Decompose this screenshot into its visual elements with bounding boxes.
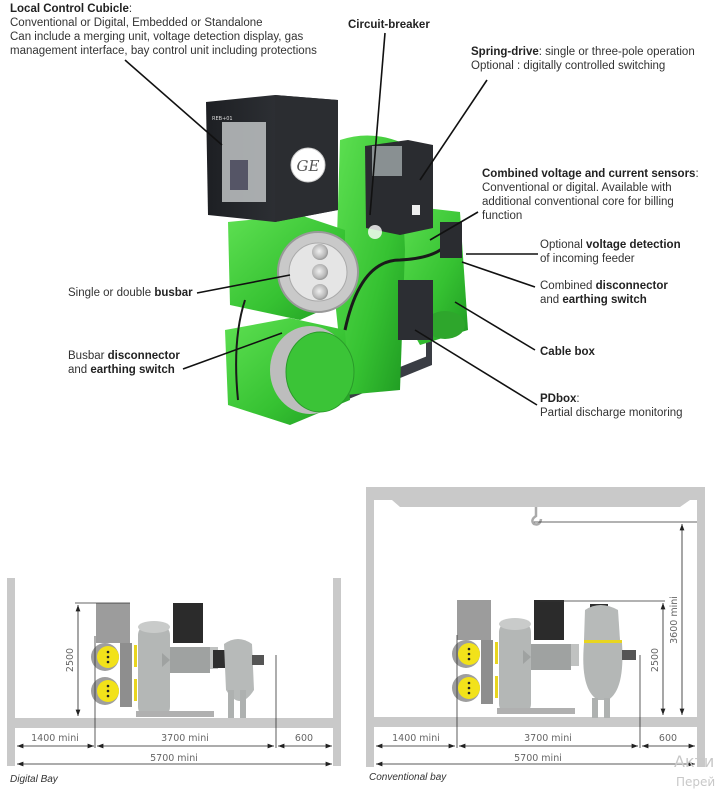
callout-line: management interface, bay control unit i… xyxy=(10,45,317,57)
activation-watermark-line1: Акти xyxy=(674,752,715,771)
leader-cable-box xyxy=(454,301,536,351)
leader-pdbox xyxy=(414,329,538,406)
ge-logo xyxy=(290,147,326,183)
callout-line: Optional : digitally controlled switchin… xyxy=(471,60,666,72)
callout-text: and xyxy=(68,364,91,376)
digital-bay-diagram: 2500 1400 mini 3700 mini 600 5700 mini xyxy=(7,578,341,767)
callout-bold: busbar xyxy=(154,287,193,299)
dimension-label: 1400 mini xyxy=(392,733,440,744)
callout-line: Can include a merging unit, voltage dete… xyxy=(10,31,304,43)
dimension-label: 600 xyxy=(659,733,677,744)
callout-bold: earthing switch xyxy=(90,364,175,376)
callout-busbar-disconnector: Busbar disconnector and earthing switch xyxy=(68,349,180,377)
callout-title: Combined voltage and current sensors xyxy=(482,168,696,180)
callout-title: Cable box xyxy=(540,346,595,358)
left-wall xyxy=(7,578,15,766)
busbar-conductor xyxy=(312,244,328,260)
column-logo xyxy=(368,225,382,239)
callout-local-control-cubicle: Local Control Cubicle: Conventional or D… xyxy=(10,2,317,58)
switchgear-side-view xyxy=(91,603,218,717)
leader-combined-disconnector xyxy=(461,261,536,288)
conventional-bay-diagram: 2500 3600 mini 1400 mini 3700 mini 600 5… xyxy=(366,487,705,767)
product-illustration: REB+01 GE xyxy=(124,32,538,425)
callout-title-suffix: : xyxy=(695,168,699,180)
cable xyxy=(235,299,246,401)
callout-pdbox: PDbox: Partial discharge monitoring xyxy=(540,392,683,420)
callout-bold: voltage detection xyxy=(586,239,681,251)
callout-voltage-detection: Optional voltage detection of incoming f… xyxy=(540,238,681,266)
callout-bold: disconnector xyxy=(107,350,180,362)
leader-local-control-cubicle xyxy=(124,59,223,146)
callout-text: Optional xyxy=(540,239,587,251)
callout-circuit-breaker: Circuit-breaker xyxy=(348,18,430,32)
spring-drive-window xyxy=(372,146,402,176)
activation-watermark-line2: Перей xyxy=(676,775,716,789)
frame-leg xyxy=(426,330,432,365)
height-dimension-label: 2500 xyxy=(65,648,76,672)
callout-bold: disconnector xyxy=(595,280,668,292)
floor xyxy=(366,717,705,727)
right-wall xyxy=(333,578,341,766)
floor xyxy=(7,718,341,728)
callout-line: Partial discharge monitoring xyxy=(540,407,683,419)
cable-box-flange xyxy=(425,311,465,339)
digital-bay-caption: Digital Bay xyxy=(10,774,58,785)
cable xyxy=(343,239,452,331)
callout-title: Circuit-breaker xyxy=(348,19,430,31)
crane-hook xyxy=(531,507,543,526)
callout-line: additional conventional core for billing xyxy=(482,196,674,208)
callout-busbar: Single or double busbar xyxy=(68,286,193,300)
crane-beam xyxy=(374,487,697,507)
ge-logo-text: GE xyxy=(297,157,320,175)
callout-cable-box: Cable box xyxy=(540,345,595,359)
left-wall xyxy=(366,487,374,767)
dimension-label: 3700 mini xyxy=(161,733,209,744)
disconnector-unit xyxy=(213,639,264,718)
callout-combined-disconnector: Combined disconnector and earthing switc… xyxy=(540,279,668,307)
total-dimension-label: 5700 mini xyxy=(514,753,562,764)
callout-line: function xyxy=(482,210,523,222)
callout-text: Busbar xyxy=(68,350,108,362)
leader-busbar-disconnector xyxy=(182,332,283,370)
callout-title: Local Control Cubicle xyxy=(10,3,129,15)
callout-title-suffix: : xyxy=(576,393,580,405)
crane-dimension-label: 3600 mini xyxy=(669,596,680,644)
callout-title: PDbox xyxy=(540,393,577,405)
right-wall xyxy=(697,487,705,767)
callout-spring-drive: Spring-drive: single or three-pole opera… xyxy=(471,45,695,73)
lower-busbar-cover xyxy=(285,331,355,413)
total-dimension-label: 5700 mini xyxy=(150,753,198,764)
callout-text: Single or double xyxy=(68,287,155,299)
cubicle-label: REB+01 xyxy=(212,116,233,122)
conventional-bay-caption: Conventional bay xyxy=(369,772,447,783)
busbar-conductor xyxy=(312,284,328,300)
switchgear-side-view xyxy=(452,600,579,714)
callout-text: : single or three-pole operation xyxy=(538,46,695,58)
callout-title-suffix: : xyxy=(128,3,133,15)
leader-sensors xyxy=(429,211,479,241)
callout-line: of incoming feeder xyxy=(540,253,635,265)
cubicle-panel xyxy=(230,160,248,190)
spring-drive-indicator xyxy=(412,205,420,215)
busbar-conductor xyxy=(312,264,328,280)
callout-sensors: Combined voltage and current sensors: Co… xyxy=(482,167,699,223)
dimension-label: 600 xyxy=(295,733,313,744)
callout-bold: earthing switch xyxy=(562,294,647,306)
callout-title: Spring-drive xyxy=(471,46,539,58)
callout-text: and xyxy=(540,294,563,306)
callout-line: Conventional or digital. Available with xyxy=(482,182,672,194)
disconnector-unit xyxy=(583,604,636,718)
height-dimension-label: 2500 xyxy=(650,648,661,672)
dimension-label: 1400 mini xyxy=(31,733,79,744)
leader-circuit-breaker xyxy=(369,32,386,216)
callout-line: Conventional or Digital, Embedded or Sta… xyxy=(10,17,263,29)
leader-spring-drive xyxy=(419,79,488,181)
leader-busbar xyxy=(196,274,291,294)
callout-text: Combined xyxy=(540,280,596,292)
dimension-label: 3700 mini xyxy=(524,733,572,744)
